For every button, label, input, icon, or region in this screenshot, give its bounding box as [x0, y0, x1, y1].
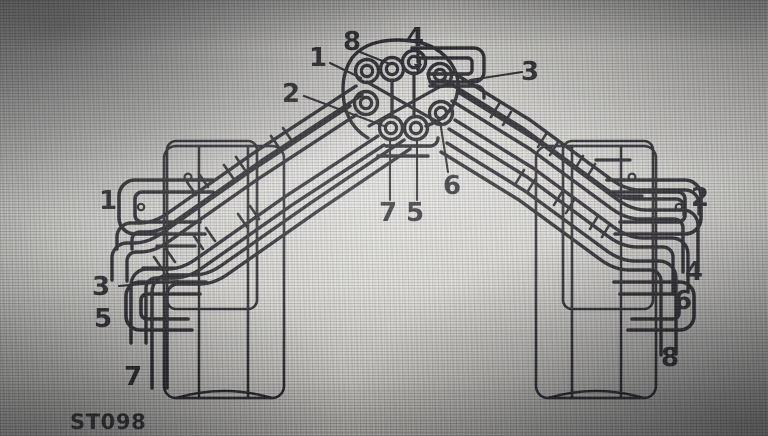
- leader-top-1: [328, 61, 363, 80]
- port-fitting-2: [352, 89, 380, 117]
- line-run-left: [110, 84, 412, 390]
- leader-center-6: [439, 125, 450, 174]
- callout-top-1: 1: [309, 43, 327, 73]
- callout-right-2: 2: [691, 183, 709, 213]
- leader-top-8: [358, 50, 392, 66]
- callout-top-2: 2: [282, 79, 300, 109]
- hose-clamps-right: [489, 102, 612, 239]
- callout-left-5: 5: [94, 304, 112, 334]
- callout-right-8: 8: [661, 343, 679, 373]
- hose-mid-bracket-right: [594, 158, 644, 198]
- figure-code: ST098: [70, 410, 146, 434]
- hose-mid-bracket-left: [141, 244, 197, 270]
- callout-left-7: 7: [124, 362, 142, 392]
- leader-arrow-4: [414, 64, 422, 74]
- callout-right-6: 6: [674, 286, 692, 316]
- callout-left-3: 3: [92, 272, 110, 302]
- leader-lines: [117, 46, 524, 288]
- callout-top-3: 3: [521, 57, 539, 87]
- port-fitting-4: [400, 48, 428, 76]
- hose-clamps-left: [152, 126, 294, 272]
- callout-left-1: 1: [99, 186, 117, 216]
- port-fitting-1: [353, 57, 381, 85]
- callout-top-8: 8: [343, 27, 361, 57]
- callout-center-7: 7: [379, 198, 397, 228]
- wheel-left: [162, 144, 286, 400]
- callout-top-4: 4: [406, 23, 424, 53]
- port-fitting-3: [377, 114, 405, 142]
- line-run-right: [439, 70, 701, 357]
- callout-center-5: 5: [406, 198, 424, 228]
- callout-center-6: 6: [443, 171, 461, 201]
- callout-right-4: 4: [685, 257, 703, 287]
- leader-top-3: [468, 70, 524, 82]
- callout-layer: 1 8 4 2 3 7 5 6 1 3 5 7 2 4 6 8: [92, 23, 709, 392]
- leader-left-3: [117, 279, 180, 288]
- leader-top-2: [302, 94, 386, 128]
- port-fitting-5: [402, 114, 430, 142]
